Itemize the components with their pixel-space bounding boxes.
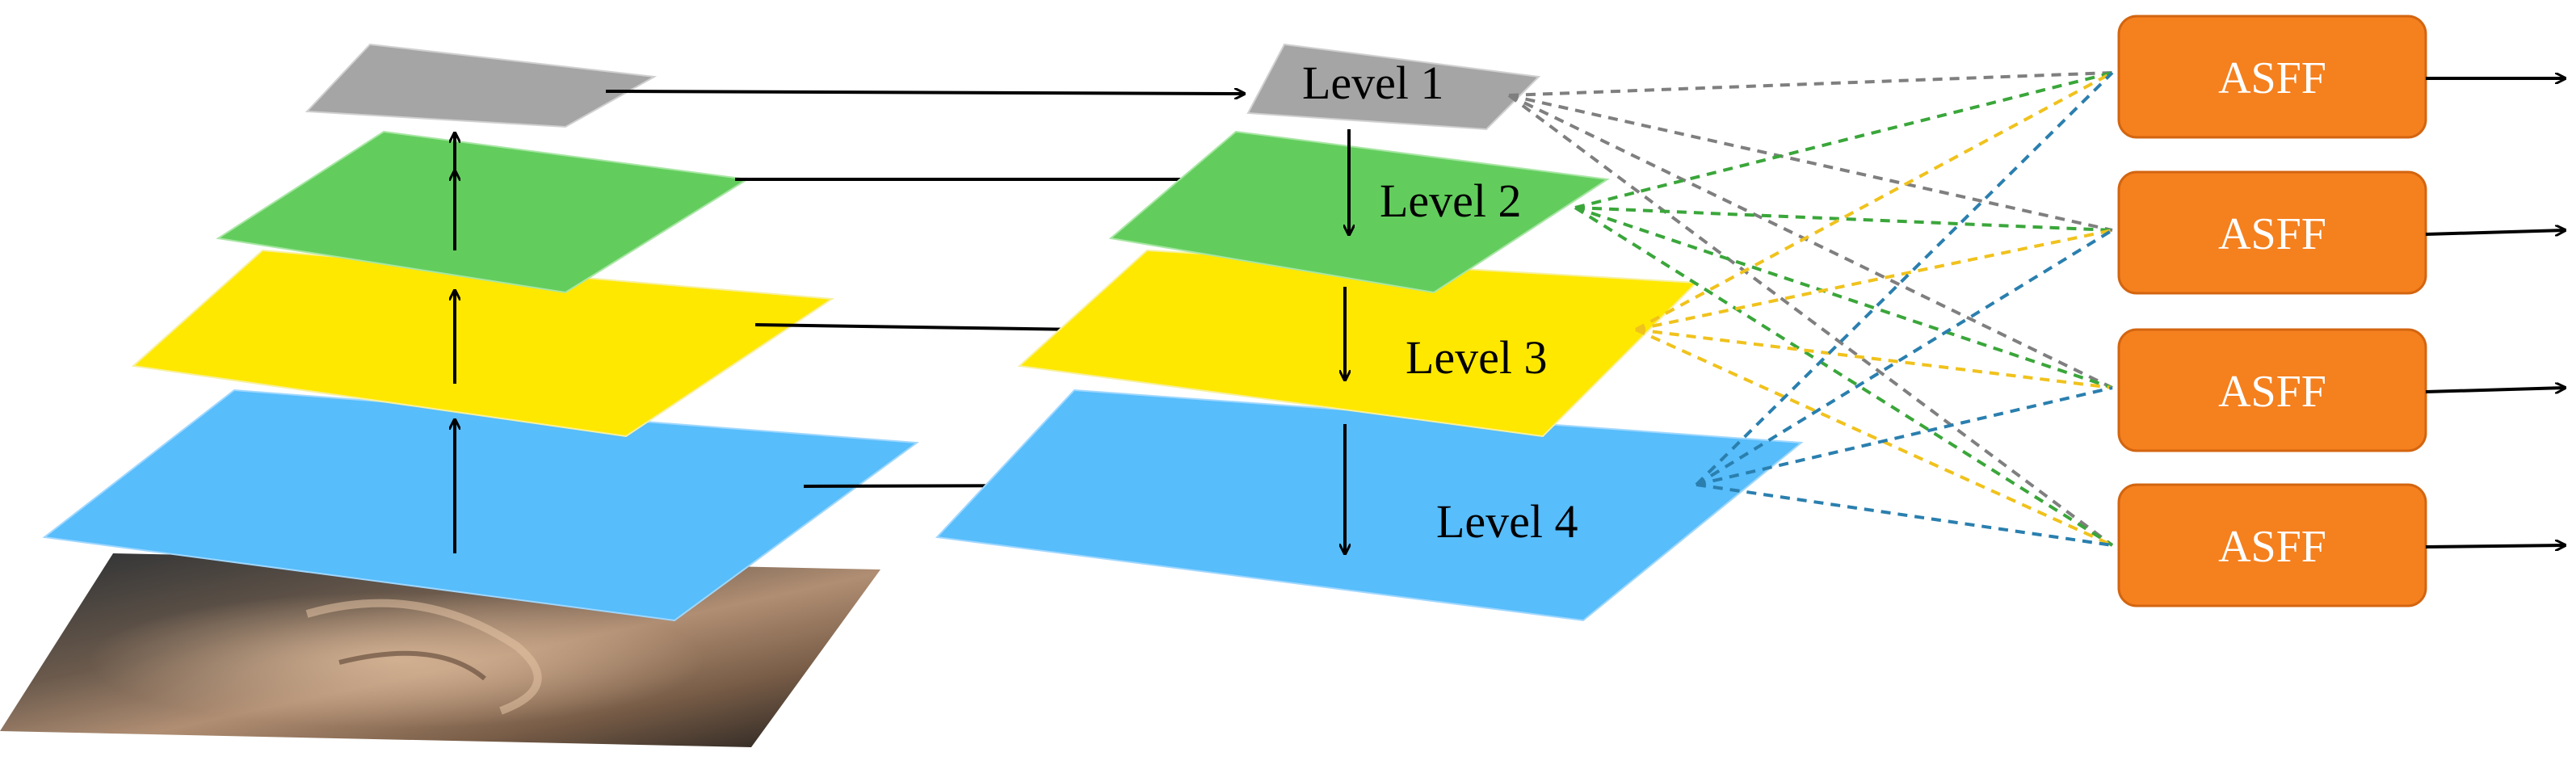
dash-l4-a3 — [1696, 386, 2113, 486]
right-plane-green — [1108, 130, 1610, 294]
dash-l2-a3 — [1574, 206, 2113, 389]
level-3-label: Level 3 — [1406, 331, 1548, 384]
dash-l3-a1 — [1635, 71, 2113, 331]
dash-l3-a4 — [1635, 328, 2113, 547]
output-arrow-2 — [2425, 230, 2565, 234]
output-arrow-4 — [2425, 545, 2565, 547]
dash-l4-a1 — [1695, 71, 2114, 486]
asff-block-3: ASFF — [2117, 328, 2427, 452]
asff-2-label: ASFF — [2218, 209, 2326, 259]
asff-3-label: ASFF — [2218, 367, 2326, 417]
dash-l1-a2 — [1508, 94, 2113, 232]
right-plane-gray — [1246, 43, 1541, 131]
dash-l3-a3 — [1635, 328, 2113, 389]
dash-l2-a4 — [1574, 206, 2114, 547]
dash-l4-a4 — [1696, 483, 2113, 547]
level-2-label: Level 2 — [1380, 174, 1522, 227]
level-4-label: Level 4 — [1436, 495, 1578, 548]
fusion-connections — [1507, 71, 2114, 547]
dash-l1-a1 — [1508, 71, 2113, 97]
bottom-up-pyramid — [0, 43, 919, 747]
dash-l4-a2 — [1695, 229, 2114, 486]
dash-l1-a4 — [1507, 94, 2114, 547]
right-plane-yellow — [1017, 249, 1699, 438]
asff-block-2: ASFF — [2117, 170, 2427, 295]
output-arrow-3 — [2425, 388, 2565, 392]
asff-1-label: ASFF — [2218, 53, 2326, 103]
asff-4-label: ASFF — [2218, 522, 2326, 572]
dash-l2-a2 — [1574, 206, 2113, 232]
left-plane-yellow — [131, 249, 834, 438]
left-plane-blue — [42, 389, 919, 622]
right-plane-blue — [935, 389, 1804, 622]
left-plane-green — [216, 130, 750, 294]
dash-l3-a2 — [1635, 229, 2113, 331]
lateral-arrow-1 — [605, 91, 1244, 94]
asff-block-1: ASFF — [2117, 15, 2427, 139]
output-arrows — [2425, 78, 2565, 547]
dash-l2-a1 — [1574, 71, 2113, 209]
top-down-pyramid: Level 1 Level 2 Level 3 Level 4 — [935, 43, 1804, 622]
asff-block-4: ASFF — [2117, 483, 2427, 607]
level-1-label: Level 1 — [1302, 57, 1444, 109]
left-plane-gray — [305, 43, 658, 128]
